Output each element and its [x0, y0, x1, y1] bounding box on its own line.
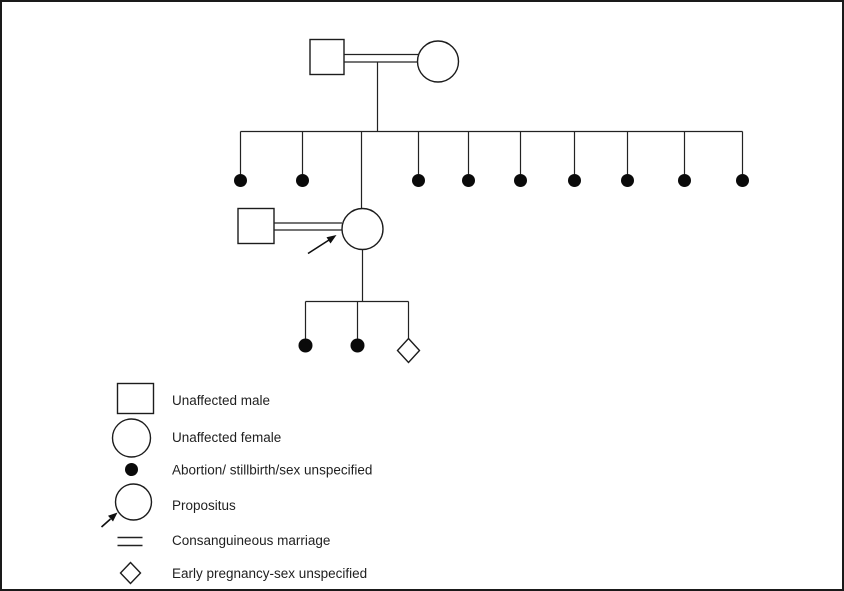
legend-filled-dot-icon [125, 463, 138, 476]
abortion-symbol [234, 174, 247, 187]
legend-label-unaffected-male: Unaffected male [172, 393, 270, 408]
abortion-symbol [568, 174, 581, 187]
generation-2 [234, 130, 749, 302]
abortion-symbol [514, 174, 527, 187]
propositus-circle [341, 207, 384, 251]
legend-circle-icon [111, 418, 152, 458]
generation-3 [298, 300, 421, 364]
gen1-father-square [309, 38, 345, 76]
abortion-symbol [412, 174, 425, 187]
generation-1 [309, 38, 460, 132]
legend-label-consanguineous-marriage: Consanguineous marriage [172, 533, 330, 548]
gen2-husband-square [237, 207, 275, 245]
legend-square-icon [116, 382, 155, 415]
legend-label-abortion-stillbirth: Abortion/ stillbirth/sex unspecified [172, 463, 372, 478]
abortion-symbol [298, 338, 313, 353]
legend-diamond-icon [119, 561, 142, 585]
abortion-symbol [621, 174, 634, 187]
legend-label-propositus: Propositus [172, 498, 236, 513]
abortion-symbol [350, 338, 365, 353]
legend-propositus-arrow-icon [100, 512, 118, 528]
gen2-abortion-symbols [234, 131, 749, 187]
legend-label-unaffected-female: Unaffected female [172, 430, 281, 445]
propositus-arrow [307, 235, 337, 255]
abortion-symbol [678, 174, 691, 187]
abortion-symbol [462, 174, 475, 187]
early-pregnancy-diamond [396, 337, 421, 364]
legend-propositus-circle-icon [114, 483, 153, 521]
abortion-symbol [736, 174, 749, 187]
gen1-mother-circle [416, 40, 460, 83]
legend: Unaffected male Unaffected female Aborti… [100, 382, 372, 585]
legend-label-early-pregnancy: Early pregnancy-sex unspecified [172, 566, 367, 581]
abortion-symbol [296, 174, 309, 187]
legend-double-line-icon [117, 536, 143, 547]
